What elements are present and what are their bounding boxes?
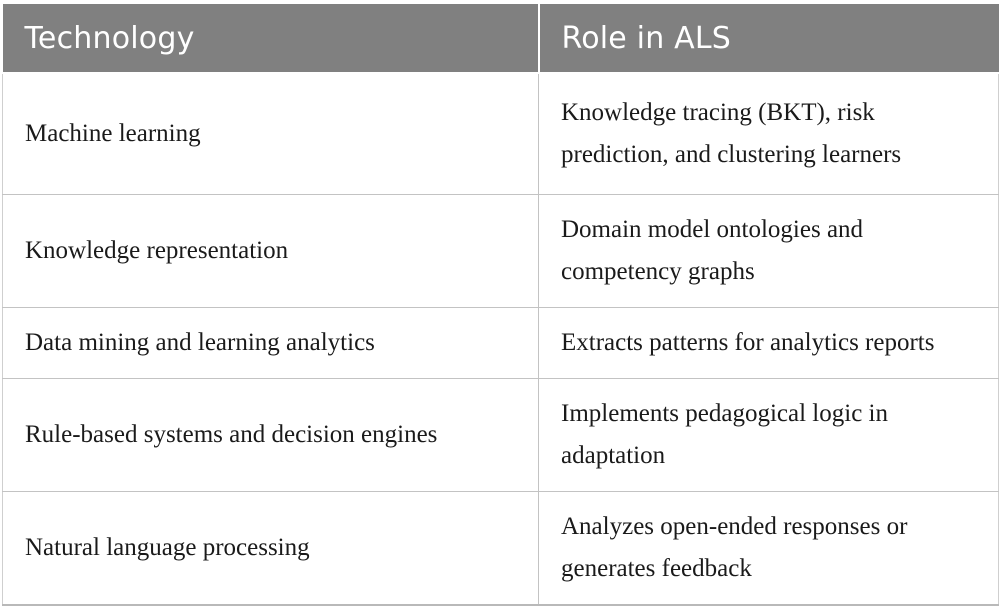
cell-technology-text: Rule-based systems and decision engines — [25, 421, 438, 448]
table-row: Machine learning Knowledge tracing (BKT)… — [2, 72, 999, 195]
cell-role-text: Knowledge tracing (BKT), risk prediction… — [561, 99, 902, 168]
cell-role: Analyzes open-ended responses or generat… — [538, 491, 999, 606]
cell-role: Extracts patterns for analytics reports — [538, 307, 999, 379]
table-row: Rule-based systems and decision engines … — [2, 378, 999, 492]
cell-technology: Machine learning — [2, 72, 539, 195]
header-row: Technology Role in ALS — [2, 4, 999, 73]
column-header-technology: Technology — [2, 4, 540, 73]
table-body: Machine learning Knowledge tracing (BKT)… — [2, 72, 999, 606]
cell-technology: Knowledge representation — [2, 194, 539, 308]
column-header-role: Role in ALS — [538, 4, 999, 73]
cell-role: Knowledge tracing (BKT), risk prediction… — [538, 72, 999, 195]
table-row: Natural language processing Analyzes ope… — [2, 491, 999, 606]
cell-role-text: Extracts patterns for analytics reports — [561, 329, 935, 356]
cell-technology-text: Machine learning — [25, 120, 201, 147]
cell-technology-text: Natural language processing — [25, 534, 310, 561]
cell-role: Implements pedagogical logic in adaptati… — [538, 378, 999, 492]
cell-technology: Data mining and learning analytics — [2, 307, 539, 379]
cell-role: Domain model ontologies and competency g… — [538, 194, 999, 308]
table-row: Knowledge representation Domain model on… — [2, 194, 999, 308]
cell-technology-text: Knowledge representation — [25, 237, 289, 264]
cell-technology: Natural language processing — [2, 491, 539, 606]
cell-role-text: Analyzes open-ended responses or generat… — [561, 513, 908, 582]
cell-role-text: Implements pedagogical logic in adaptati… — [561, 400, 888, 469]
cell-technology-text: Data mining and learning analytics — [25, 329, 375, 356]
cell-technology: Rule-based systems and decision engines — [2, 378, 539, 492]
table-header: Technology Role in ALS — [2, 4, 999, 73]
technology-role-table: Technology Role in ALS Machine learning … — [2, 4, 999, 606]
table-row: Data mining and learning analytics Extra… — [2, 307, 999, 379]
cell-role-text: Domain model ontologies and competency g… — [561, 216, 864, 285]
